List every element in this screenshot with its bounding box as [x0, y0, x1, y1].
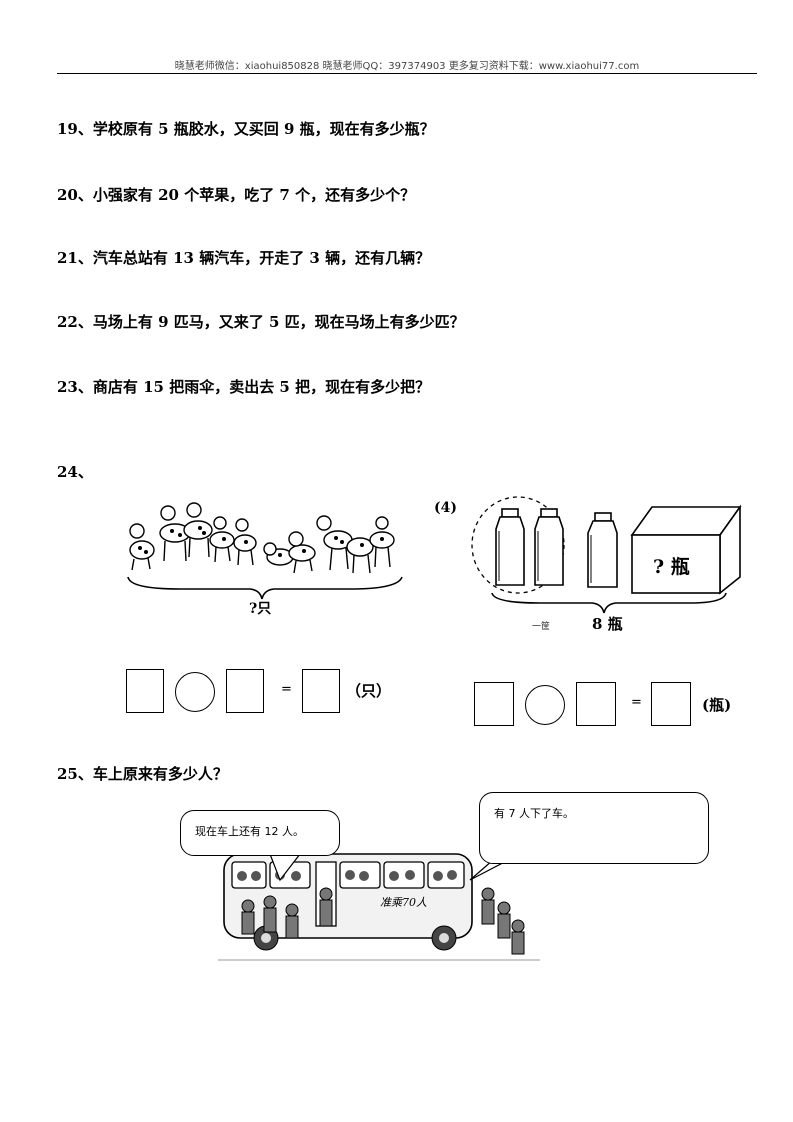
question-20: 20、小强家有 20 个苹果，吃了 7 个，还有多少个？ — [57, 186, 416, 204]
question-23: 23、商店有 15 把雨伞，卖出去 5 把，现在有多少把？ — [57, 378, 431, 396]
deer-total-label: ?只 — [249, 601, 272, 617]
bottle-unit-label: (瓶) — [702, 696, 732, 714]
bubble-right: 有 7 人下了车。 — [479, 792, 709, 864]
bottle-result-box[interactable] — [651, 682, 691, 726]
deer-unit-label: （只） — [346, 682, 392, 700]
header-rule — [57, 73, 757, 74]
bus-sign: 准乘70人 — [380, 896, 427, 909]
deer-result-box[interactable] — [302, 669, 340, 713]
bottle-total-label: 8 瓶 — [592, 615, 623, 633]
deer-equals-sign: = — [281, 682, 292, 697]
deer-operator-circle[interactable] — [175, 672, 215, 712]
bottle-answer-box-1[interactable] — [474, 682, 514, 726]
bottle-answer-box-2[interactable] — [576, 682, 616, 726]
bottles-picture — [471, 496, 742, 614]
bottle-basket-label: 一筐 — [532, 622, 551, 632]
question-25: 25、车上原来有多少人？ — [57, 765, 228, 783]
question-22: 22、马场上有 9 匹马，又来了 5 匹，现在马场上有多少匹？ — [57, 313, 465, 331]
question-24: 24、 — [57, 463, 93, 481]
bus-picture: 准乘70人 — [218, 853, 540, 961]
deer-answer-box-1[interactable] — [126, 669, 164, 713]
page-header: 晓慧老师微信：xiaohui850828 晓慧老师QQ：397374903 更多… — [174, 61, 640, 72]
bottle-box-label: ? 瓶 — [653, 556, 690, 578]
bottle-operator-circle[interactable] — [525, 685, 565, 725]
deer-answer-box-2[interactable] — [226, 669, 264, 713]
bubble-left: 现在车上还有 12 人。 — [180, 810, 340, 856]
deer-picture — [127, 502, 403, 600]
question-21: 21、汽车总站有 13 辆汽车，开走了 3 辆，还有几辆？ — [57, 249, 431, 267]
question-19: 19、学校原有 5 瓶胶水，又买回 9 瓶，现在有多少瓶？ — [57, 120, 435, 138]
bottle-index-label: (4) — [434, 500, 457, 516]
bottle-equals-sign: = — [631, 695, 642, 710]
